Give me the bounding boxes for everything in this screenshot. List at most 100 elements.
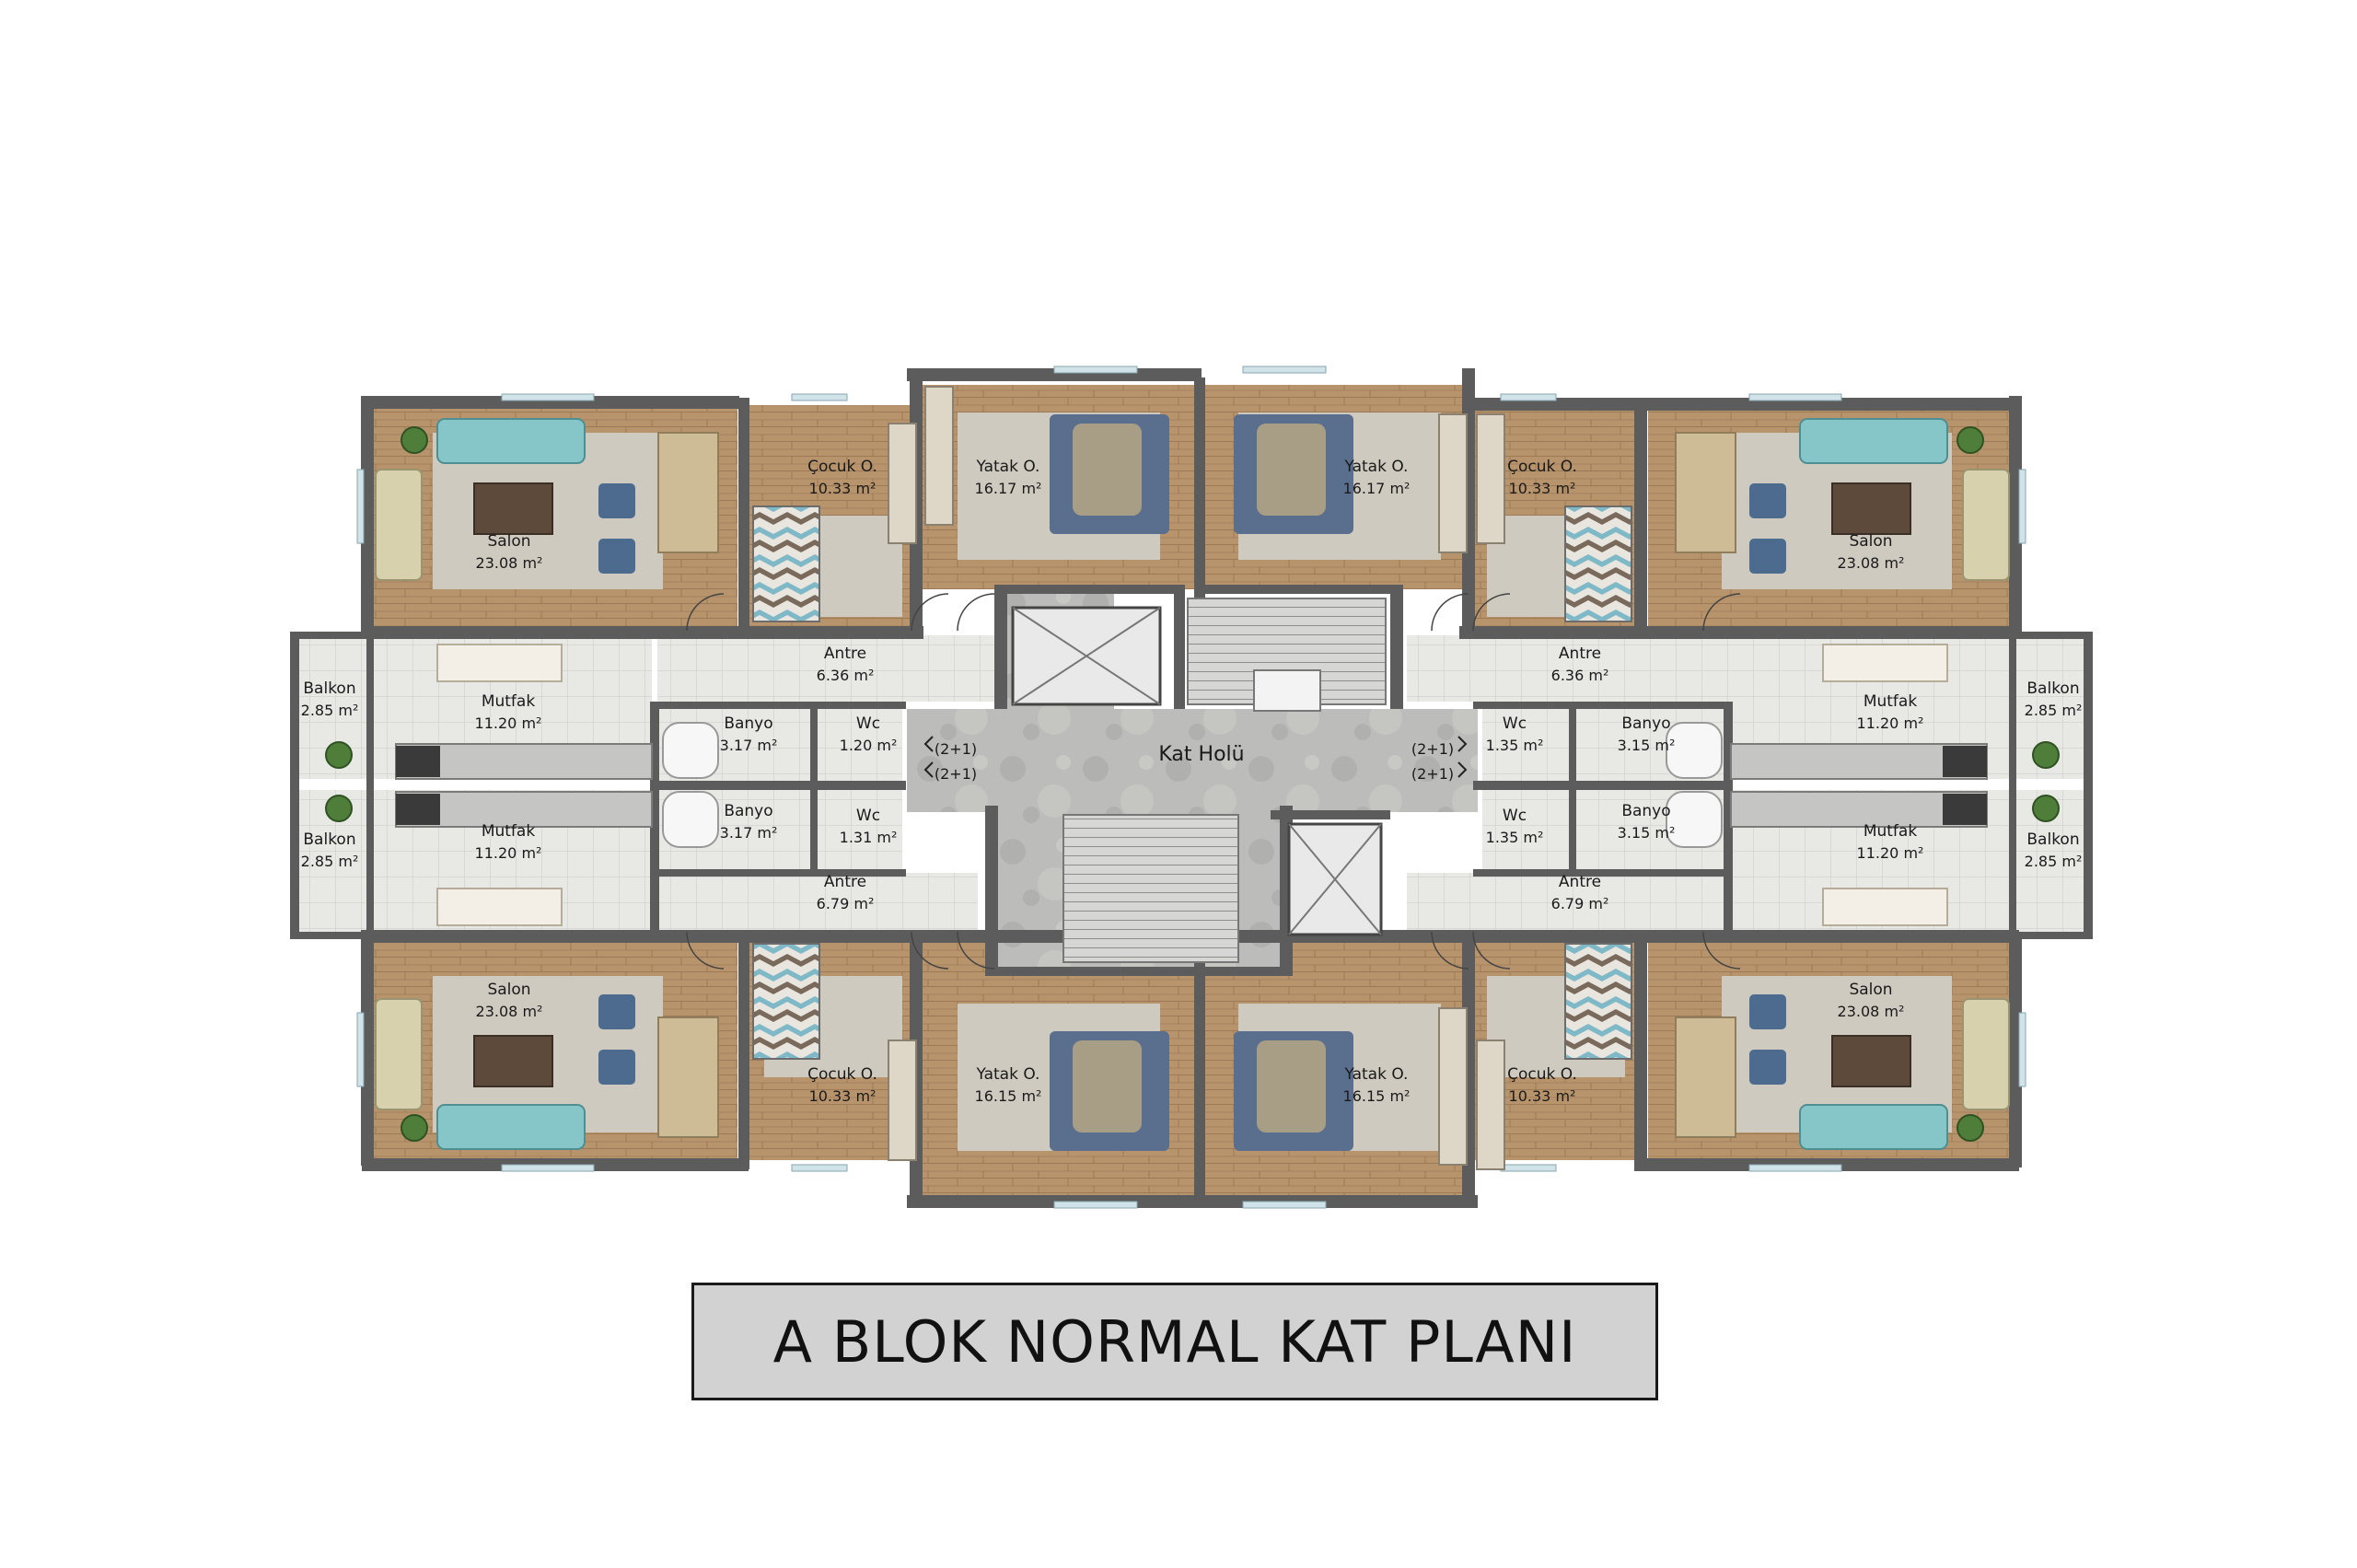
wardrobe	[888, 1040, 917, 1161]
wall	[1648, 398, 2016, 411]
plant	[401, 1114, 428, 1142]
wall	[999, 585, 1183, 594]
room-area: 11.20 m²	[1857, 714, 1924, 732]
plant	[2032, 741, 2060, 769]
room-area: 2.85 m²	[301, 702, 359, 719]
coffee-table	[473, 482, 553, 535]
room-area: 23.08 m²	[1838, 554, 1905, 572]
room-area: 6.36 m²	[817, 667, 875, 684]
armchair	[598, 483, 635, 518]
wall	[362, 396, 739, 409]
window	[1053, 1201, 1138, 1209]
room-name: Banyo	[724, 802, 772, 820]
wall	[1724, 702, 1733, 932]
armchair	[1749, 994, 1786, 1029]
wall	[361, 930, 374, 1166]
room-area: 16.15 m²	[1343, 1087, 1411, 1105]
bathtub	[1666, 722, 1723, 779]
wardrobe	[1476, 1040, 1505, 1170]
wall	[1473, 869, 1731, 877]
room-name: Yatak O.	[1344, 1065, 1409, 1084]
room-name: Salon	[1849, 981, 1892, 999]
room-name: Antre	[1559, 873, 1601, 891]
room-floor	[907, 709, 1478, 812]
wall	[2009, 396, 2022, 633]
window	[1242, 366, 1327, 374]
room-name: Balkon	[303, 830, 355, 849]
wall	[290, 632, 373, 639]
room-label: Wc1.35 m²	[1486, 714, 1544, 754]
room-floor	[657, 635, 1005, 702]
bathtub	[662, 791, 719, 848]
room-name: Mutfak	[1864, 822, 1918, 841]
room-area: 10.33 m²	[809, 480, 877, 497]
cooktop	[396, 794, 440, 825]
plan-title: A BLOK NORMAL KAT PLANI	[772, 1307, 1577, 1376]
room-floor	[816, 790, 902, 869]
room-name: Yatak O.	[1344, 458, 1409, 476]
room-area: 16.15 m²	[975, 1087, 1042, 1105]
window	[501, 1164, 595, 1172]
room-area: 3.17 m²	[720, 737, 778, 754]
room-label: Mutfak 11.20 m²	[1857, 692, 1924, 732]
room-name: Banyo	[1621, 802, 1670, 820]
wall	[362, 626, 923, 639]
arrow-icon	[923, 736, 934, 752]
window	[1500, 1164, 1557, 1172]
wall	[1569, 702, 1576, 873]
wall	[2012, 632, 2093, 639]
room-label: Banyo 3.15 m²	[1618, 802, 1676, 842]
room-area: 1.31 m²	[840, 829, 898, 846]
sofa	[1799, 418, 1948, 464]
dining-table	[1675, 1016, 1736, 1138]
unit-label: (2+1)	[1411, 765, 1454, 783]
room-name: Antre	[1559, 645, 1601, 663]
room-label: Çocuk O.10.33 m²	[1507, 458, 1577, 497]
room-name: Yatak O.	[976, 1065, 1040, 1084]
plant	[401, 426, 428, 454]
wall	[907, 1195, 1478, 1208]
room-label: Yatak O. 16.15 m²	[1343, 1065, 1411, 1105]
room-area: 23.08 m²	[1838, 1003, 1905, 1020]
wardrobe	[888, 423, 917, 544]
room-name: Çocuk O.	[807, 1065, 877, 1084]
plan-title-box: A BLOK NORMAL KAT PLANI	[691, 1283, 1658, 1400]
elevator-cross	[1012, 607, 1161, 705]
door-swing	[686, 593, 725, 632]
arrow-icon	[1457, 761, 1468, 778]
wall	[1473, 781, 1731, 790]
wardrobe	[1438, 413, 1468, 553]
room-name: Çocuk O.	[807, 458, 877, 476]
door-swing	[1472, 931, 1511, 970]
arrow-icon	[923, 761, 934, 778]
window	[356, 1012, 365, 1087]
stair-landing	[1253, 669, 1321, 712]
wall	[1197, 585, 1399, 594]
armchair	[1749, 1050, 1786, 1085]
sofa	[436, 1104, 586, 1150]
wall	[985, 967, 1293, 976]
kids-bed	[752, 505, 820, 622]
wall	[1174, 585, 1185, 709]
door-swing	[911, 593, 949, 632]
armchair	[598, 539, 635, 574]
room-name: Mutfak	[1864, 692, 1918, 711]
wardrobe	[1476, 413, 1505, 544]
door-swing	[1702, 931, 1741, 970]
cooktop	[396, 746, 440, 777]
wall	[290, 632, 299, 939]
room-name: Çocuk O.	[1507, 1065, 1577, 1084]
door-swing	[957, 593, 995, 632]
side-sofa	[375, 998, 423, 1110]
room-area: 3.15 m²	[1618, 824, 1676, 842]
window	[791, 1164, 848, 1172]
room-area: 11.20 m²	[1857, 844, 1924, 862]
